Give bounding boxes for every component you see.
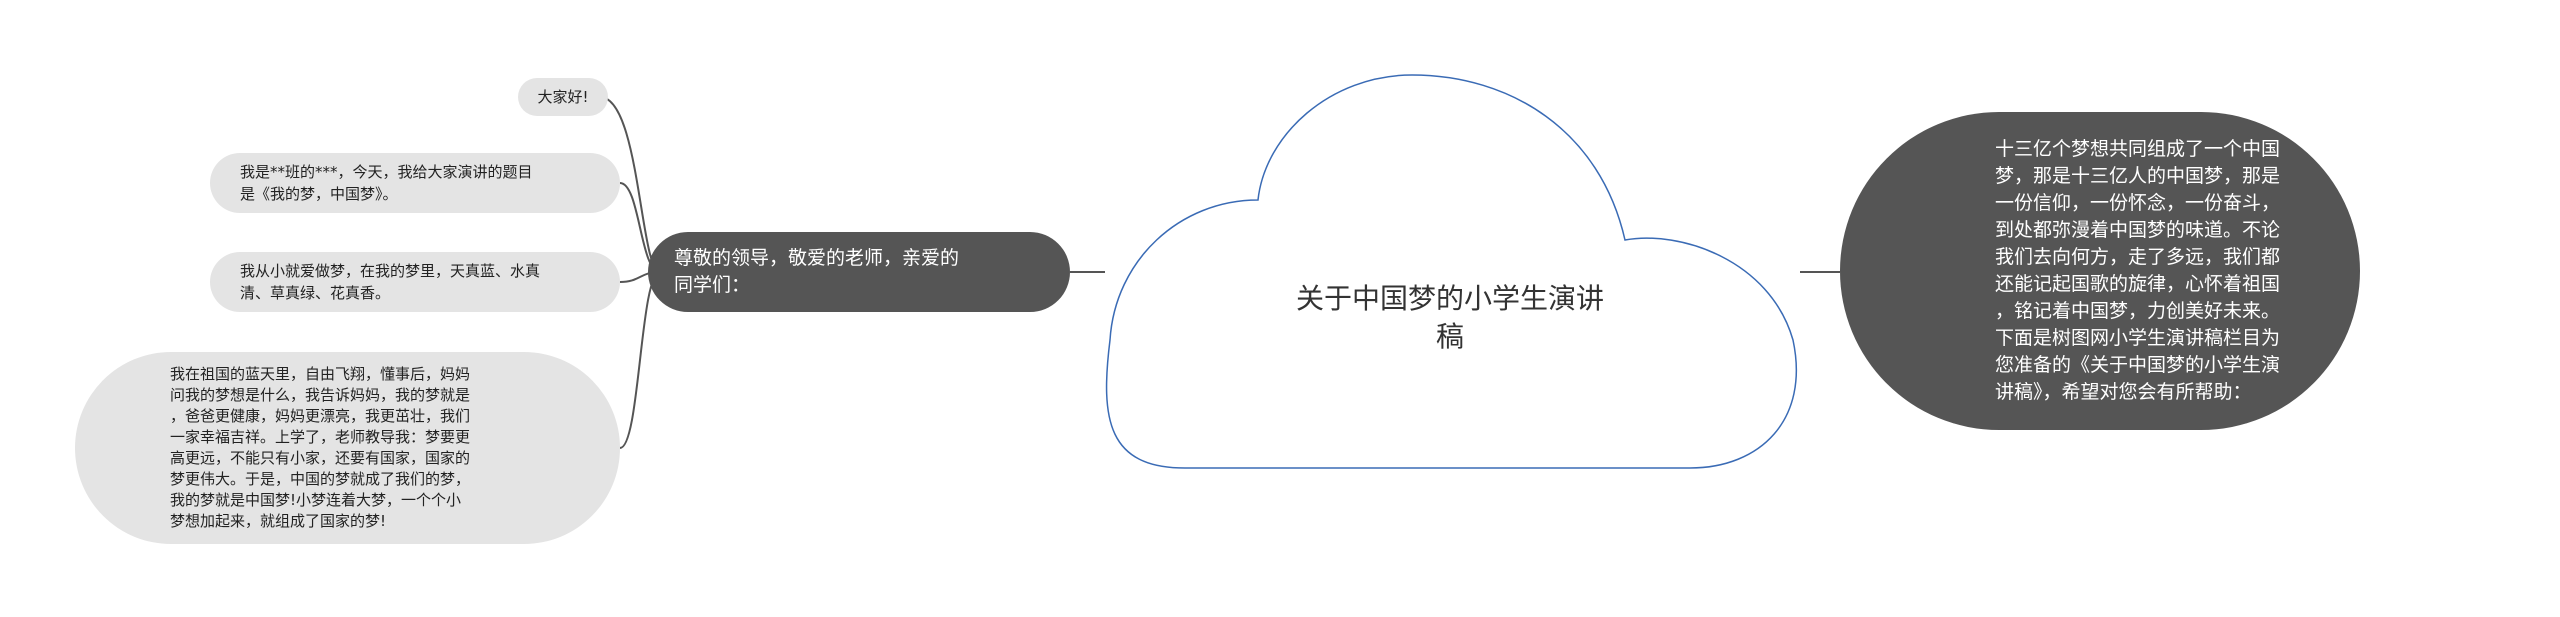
left-main-node-text: 尊敬的领导，敬爱的老师，亲爱的 同学们：	[674, 247, 960, 296]
leaf-node-intro-text: 我是**班的***，今天，我给大家演讲的题目 是《我的梦，中国梦》。	[240, 163, 533, 203]
connector-leaf-4	[619, 271, 661, 449]
leaf-node-story-text: 我在祖国的蓝天里，自由飞翔，懂事后，妈妈 问我的梦想是什么，我告诉妈妈，我的梦就…	[170, 365, 471, 530]
right-main-node[interactable]: 十三亿个梦想共同组成了一个中国 梦，那是十三亿人的中国梦，那是 一份信仰，一份怀…	[1840, 112, 2360, 430]
right-main-node-text: 十三亿个梦想共同组成了一个中国 梦，那是十三亿人的中国梦，那是 一份信仰，一份怀…	[1995, 138, 2281, 403]
leaf-node-story[interactable]: 我在祖国的蓝天里，自由飞翔，懂事后，妈妈 问我的梦想是什么，我告诉妈妈，我的梦就…	[75, 352, 620, 544]
leaf-node-intro[interactable]: 我是**班的***，今天，我给大家演讲的题目 是《我的梦，中国梦》。	[210, 153, 620, 213]
leaf-node-dream[interactable]: 我从小就爱做梦，在我的梦里，天真蓝、水真 清、草真绿、花真香。	[210, 252, 620, 312]
central-topic[interactable]: 关于中国梦的小学生演讲 稿	[1295, 282, 1604, 353]
leaf-node-greeting-text: 大家好!	[537, 88, 589, 106]
left-main-node[interactable]: 尊敬的领导，敬爱的老师，亲爱的 同学们：	[648, 232, 1070, 312]
leaf-node-dream-text: 我从小就爱做梦，在我的梦里，天真蓝、水真 清、草真绿、花真香。	[240, 262, 541, 302]
central-cloud-shape	[1105, 74, 1798, 469]
leaf-node-greeting[interactable]: 大家好!	[518, 78, 608, 116]
